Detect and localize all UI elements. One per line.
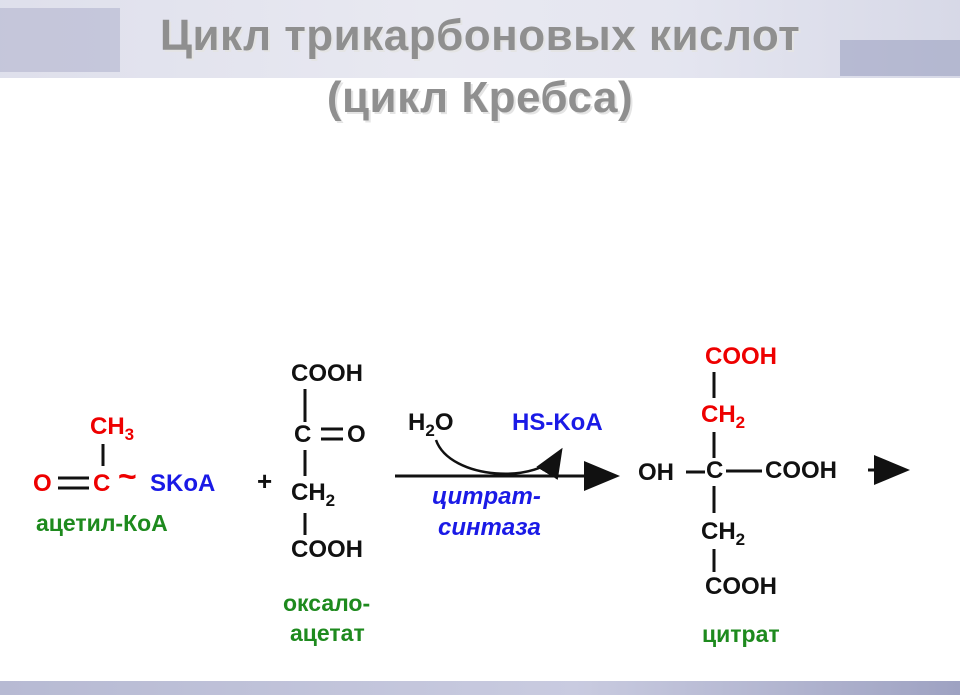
acetyl-oxygen: O	[33, 470, 52, 497]
hs-koa-label: HS-KoA	[512, 409, 603, 436]
citrate-cooh-top: COOH	[705, 343, 777, 370]
acetyl-ch3: CH3	[90, 413, 135, 444]
citrate-oh: OH	[638, 459, 674, 486]
citrate-ch2-top: CH2	[701, 401, 746, 432]
water-molecule: H2O	[408, 409, 454, 440]
oxalo-cooh-bottom: COOH	[291, 536, 363, 563]
plus-sign: +	[257, 466, 273, 496]
top-decoration-block	[840, 40, 960, 76]
slide-title-line1: Цикл трикарбоновых кислот	[159, 11, 801, 60]
enzyme-label-line2: синтаза	[438, 514, 541, 541]
oxalo-carbon: C	[294, 421, 312, 448]
acetyl-skoa: SKoA	[150, 470, 216, 497]
citrate-cooh-bottom: COOH	[705, 573, 777, 600]
oxalo-label-line1: оксало-	[283, 590, 371, 616]
top-decoration-block	[0, 8, 120, 72]
acetyl-carbon: C	[93, 470, 111, 497]
bottom-decoration-band	[0, 681, 960, 695]
citrate-carbon: C	[706, 457, 724, 484]
top-decoration-band	[0, 0, 960, 78]
oxalo-label-line2: ацетат	[290, 620, 365, 646]
acetyl-coa-label: ацетил-КоА	[36, 510, 168, 536]
oxalo-oxygen: O	[347, 421, 366, 448]
slide-title-line2: (цикл Кребса)	[326, 73, 634, 122]
citrate-cooh-right: COOH	[765, 457, 837, 484]
citrate-ch2-bottom: CH2	[701, 518, 746, 549]
curved-side-arrow	[434, 439, 563, 480]
enzyme-label-line1: цитрат-	[432, 483, 541, 510]
thioester-tilde: ~	[118, 458, 137, 494]
oxalo-cooh-top: COOH	[291, 360, 363, 387]
oxalo-ch2: CH2	[291, 479, 336, 510]
citrate-label: цитрат	[702, 621, 780, 647]
